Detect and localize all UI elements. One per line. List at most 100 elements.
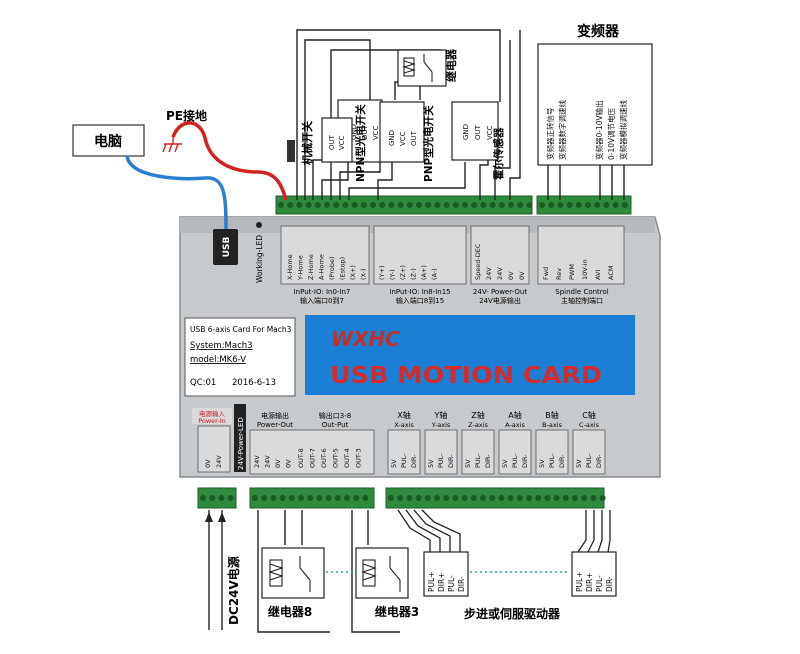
terminal-label: (Y-) <box>389 269 397 280</box>
output-label: Out-Put <box>322 421 349 429</box>
axis-name: Y轴 <box>434 410 448 420</box>
terminal-screw <box>270 495 277 501</box>
arrow-icon <box>205 512 213 522</box>
axis-label: Z-axis <box>468 421 488 429</box>
driver-pin-label: DIR+ <box>437 573 446 592</box>
terminal-screw <box>307 495 314 501</box>
switch-box-left <box>321 117 353 163</box>
terminal-screw <box>397 495 404 501</box>
terminal-screw <box>388 202 395 208</box>
terminal-screw <box>572 495 578 501</box>
relay3-label: 继电器3 <box>375 604 419 619</box>
axis-terminal-panel <box>424 429 458 475</box>
input2-label: InPut-IO: In8-In15 <box>389 288 450 296</box>
mechanical-switch <box>287 140 295 162</box>
sensor-pin-label: VCC <box>399 131 407 146</box>
terminal-screw <box>379 202 386 208</box>
terminal-screw <box>200 495 206 501</box>
terminal-screw <box>516 495 523 501</box>
axis-pin-label: DIR- <box>595 454 603 468</box>
terminal-screw <box>279 495 286 501</box>
axis-label: A-axis <box>505 421 525 429</box>
terminal-screw <box>575 202 582 208</box>
terminal-label: (Y+) <box>378 266 386 281</box>
relay-coil-icon <box>361 556 401 592</box>
driver-box-2 <box>571 551 617 597</box>
terminal-screw <box>388 495 394 501</box>
axis-label: C-axis <box>579 421 600 429</box>
sensor-pin-label: OUT <box>410 130 418 146</box>
axis-label: B-axis <box>542 421 562 429</box>
terminal-screw <box>585 202 591 208</box>
terminal-screw <box>562 495 569 501</box>
terminal-screw <box>278 202 284 208</box>
terminal-screw <box>452 495 459 501</box>
terminal-screw <box>424 495 431 501</box>
axis-pin-label: 5V <box>427 459 435 468</box>
terminal-screw <box>218 495 225 501</box>
terminal-strip-spindle <box>536 195 632 215</box>
pe-wire <box>171 121 288 201</box>
terminal-label: OUT-4 <box>343 448 351 468</box>
terminal-screw <box>599 495 606 501</box>
terminal-label: ACM <box>607 266 615 280</box>
terminal-label: (Z-) <box>410 268 418 280</box>
terminal-label: 24V <box>215 455 223 468</box>
terminal-screw <box>548 202 555 208</box>
card-info-line-1: USB 6-axis Card For Mach3 <box>190 325 292 334</box>
axis-pin-label: DIR- <box>521 454 529 468</box>
terminal-screw <box>434 202 441 208</box>
terminal-label: OUT-3 <box>355 448 363 468</box>
card-info-line-3: model:MK6-V <box>190 355 246 365</box>
axis-pin-label: 5V <box>575 459 583 468</box>
terminal-label: X-Home <box>286 254 294 280</box>
terminal-screw <box>434 495 440 501</box>
terminal-screw <box>471 202 478 208</box>
title-panel <box>305 315 635 395</box>
card-info-qc: QC:01 <box>190 378 216 388</box>
relay-coil-icon <box>268 556 311 592</box>
terminal-screw <box>566 202 573 208</box>
terminal-screw <box>480 202 487 208</box>
sensor-pin-label: OUT <box>361 124 369 140</box>
sensor-pin-label: VCC <box>338 135 346 150</box>
axis-pin-label: DIR- <box>484 454 492 468</box>
card-info-line-2: System:Mach3 <box>190 341 253 351</box>
axis-pin-label: 5V <box>501 459 509 468</box>
axis-terminal-panel <box>572 429 606 475</box>
terminal-screw <box>252 495 258 501</box>
vfd-terminal-label: 变频器正转信号 <box>545 108 555 161</box>
terminal-screw <box>461 495 468 501</box>
dc24-wires <box>208 510 223 630</box>
terminal-screw <box>480 495 486 501</box>
terminal-screw <box>489 495 496 501</box>
terminal-screw <box>360 202 367 208</box>
terminal-screw <box>370 202 376 208</box>
terminal-label: Rev <box>555 268 563 280</box>
terminal-screw <box>443 202 450 208</box>
input1-cn-label: 输入端口0到7 <box>300 296 344 305</box>
terminal-label: OUT-8 <box>297 448 305 468</box>
driver-pin-label: PUL- <box>447 575 456 592</box>
terminal-screw <box>288 495 295 501</box>
power-out2-cn-label: 电源输出 <box>261 411 289 420</box>
axis-name: Z轴 <box>471 410 484 420</box>
axis-label: Y-axis <box>431 421 451 429</box>
terminal-screw <box>452 202 459 208</box>
vfd-wires <box>547 165 625 200</box>
power-out2-label: Power-Out <box>257 421 293 429</box>
terminal-label: (Z+) <box>399 265 407 280</box>
terminal-label: Z-Home <box>307 254 315 280</box>
terminal-screw <box>526 495 532 501</box>
terminal-screw <box>594 202 601 208</box>
terminal-label: Fwd <box>542 267 550 280</box>
mech-switch-label: 机械开关 <box>300 121 314 165</box>
vfd-terminal-label: 0-10V调节电压 <box>606 107 616 160</box>
terminal-screw <box>462 202 468 208</box>
axis-name: A轴 <box>508 410 521 420</box>
terminal-screw <box>406 495 413 501</box>
terminal-label: A-Home <box>318 254 326 280</box>
terminal-screw <box>498 202 505 208</box>
spindle-label: Spindle Control <box>555 288 609 296</box>
terminal-screw <box>316 495 323 501</box>
